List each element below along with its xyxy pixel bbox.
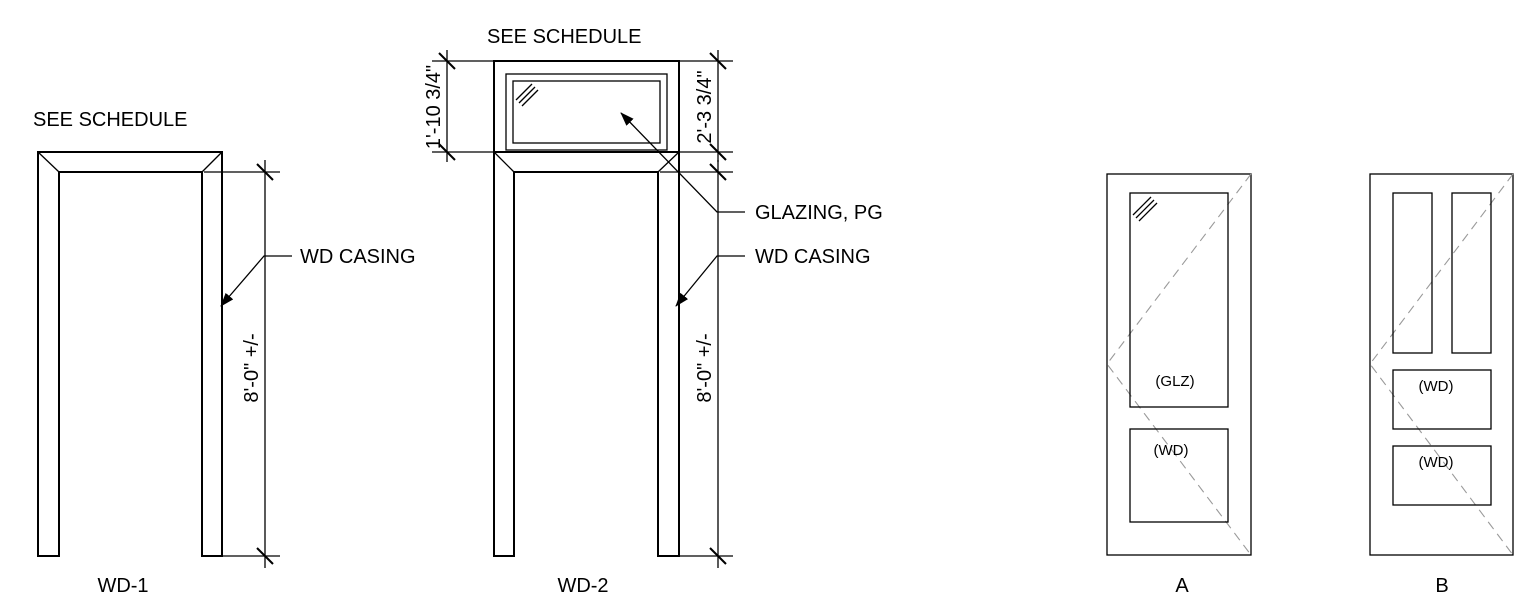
wd2-glazing-note: GLAZING, PG [755, 202, 883, 224]
door-a: (GLZ) (WD) A [1106, 173, 1252, 597]
wd2-height-dimension: 8'-0" +/- [660, 160, 733, 568]
door-a-outline [1106, 173, 1252, 556]
wd2-casing-note: WD CASING [755, 246, 871, 268]
wd2-transom-left-dimension: 1'-10 3/4" [423, 50, 494, 162]
door-b-upper-left-panel [1392, 192, 1433, 354]
wd2-transom-right-dimension: 2'-3 3/4" [679, 50, 733, 162]
door-b-upper-right-panel [1451, 192, 1492, 354]
wd2-glass-hatch-icon [515, 83, 539, 107]
door-a-name: A [1175, 575, 1189, 597]
wd2-transom-right-dim-text: 2'-3 3/4" [694, 70, 716, 143]
frame-wd2: SEE SCHEDULE 1'-10 3/4" [423, 26, 883, 597]
door-b-lower-panel [1392, 445, 1492, 506]
wd1-frame-name: WD-1 [97, 575, 148, 597]
door-b-middle-panel [1392, 369, 1492, 430]
door-b-outline [1369, 173, 1514, 556]
door-b-lower-panel-label: (WD) [1419, 454, 1454, 471]
door-b-swing-lines [1369, 173, 1514, 556]
frame-wd1: SEE SCHEDULE 8'-0" +/- WD CASING WD-1 [33, 109, 416, 597]
wd2-height-dim-text: 8'-0" +/- [694, 333, 716, 402]
wd2-casing-outline [493, 151, 680, 557]
door-a-lower-panel-label: (WD) [1154, 442, 1189, 459]
wd2-casing-leader: WD CASING [675, 246, 871, 307]
wd1-casing-leader: WD CASING [220, 246, 416, 307]
door-a-glass-hatch-icon [1132, 196, 1158, 222]
door-a-upper-panel-label: (GLZ) [1155, 373, 1194, 390]
wd2-frame-name: WD-2 [557, 575, 608, 597]
door-b-name: B [1435, 575, 1448, 597]
wd2-glazing-leader: GLAZING, PG [620, 112, 883, 224]
wd1-height-dim-text: 8'-0" +/- [241, 333, 263, 402]
door-b: (WD) (WD) B [1369, 173, 1514, 597]
wd2-see-schedule-note: SEE SCHEDULE [487, 26, 642, 48]
door-b-middle-panel-label: (WD) [1419, 378, 1454, 395]
wd1-casing-outline [37, 151, 223, 557]
wd1-height-dimension: 8'-0" +/- [204, 160, 280, 568]
door-a-wood-panel [1129, 428, 1229, 523]
door-a-glazed-panel [1129, 192, 1229, 408]
wd1-casing-note: WD CASING [300, 246, 416, 268]
wd1-see-schedule-note: SEE SCHEDULE [33, 109, 188, 131]
wd2-transom-left-dim-text: 1'-10 3/4" [423, 65, 445, 149]
door-a-swing-lines [1106, 173, 1252, 556]
wd2-transom [493, 60, 680, 153]
